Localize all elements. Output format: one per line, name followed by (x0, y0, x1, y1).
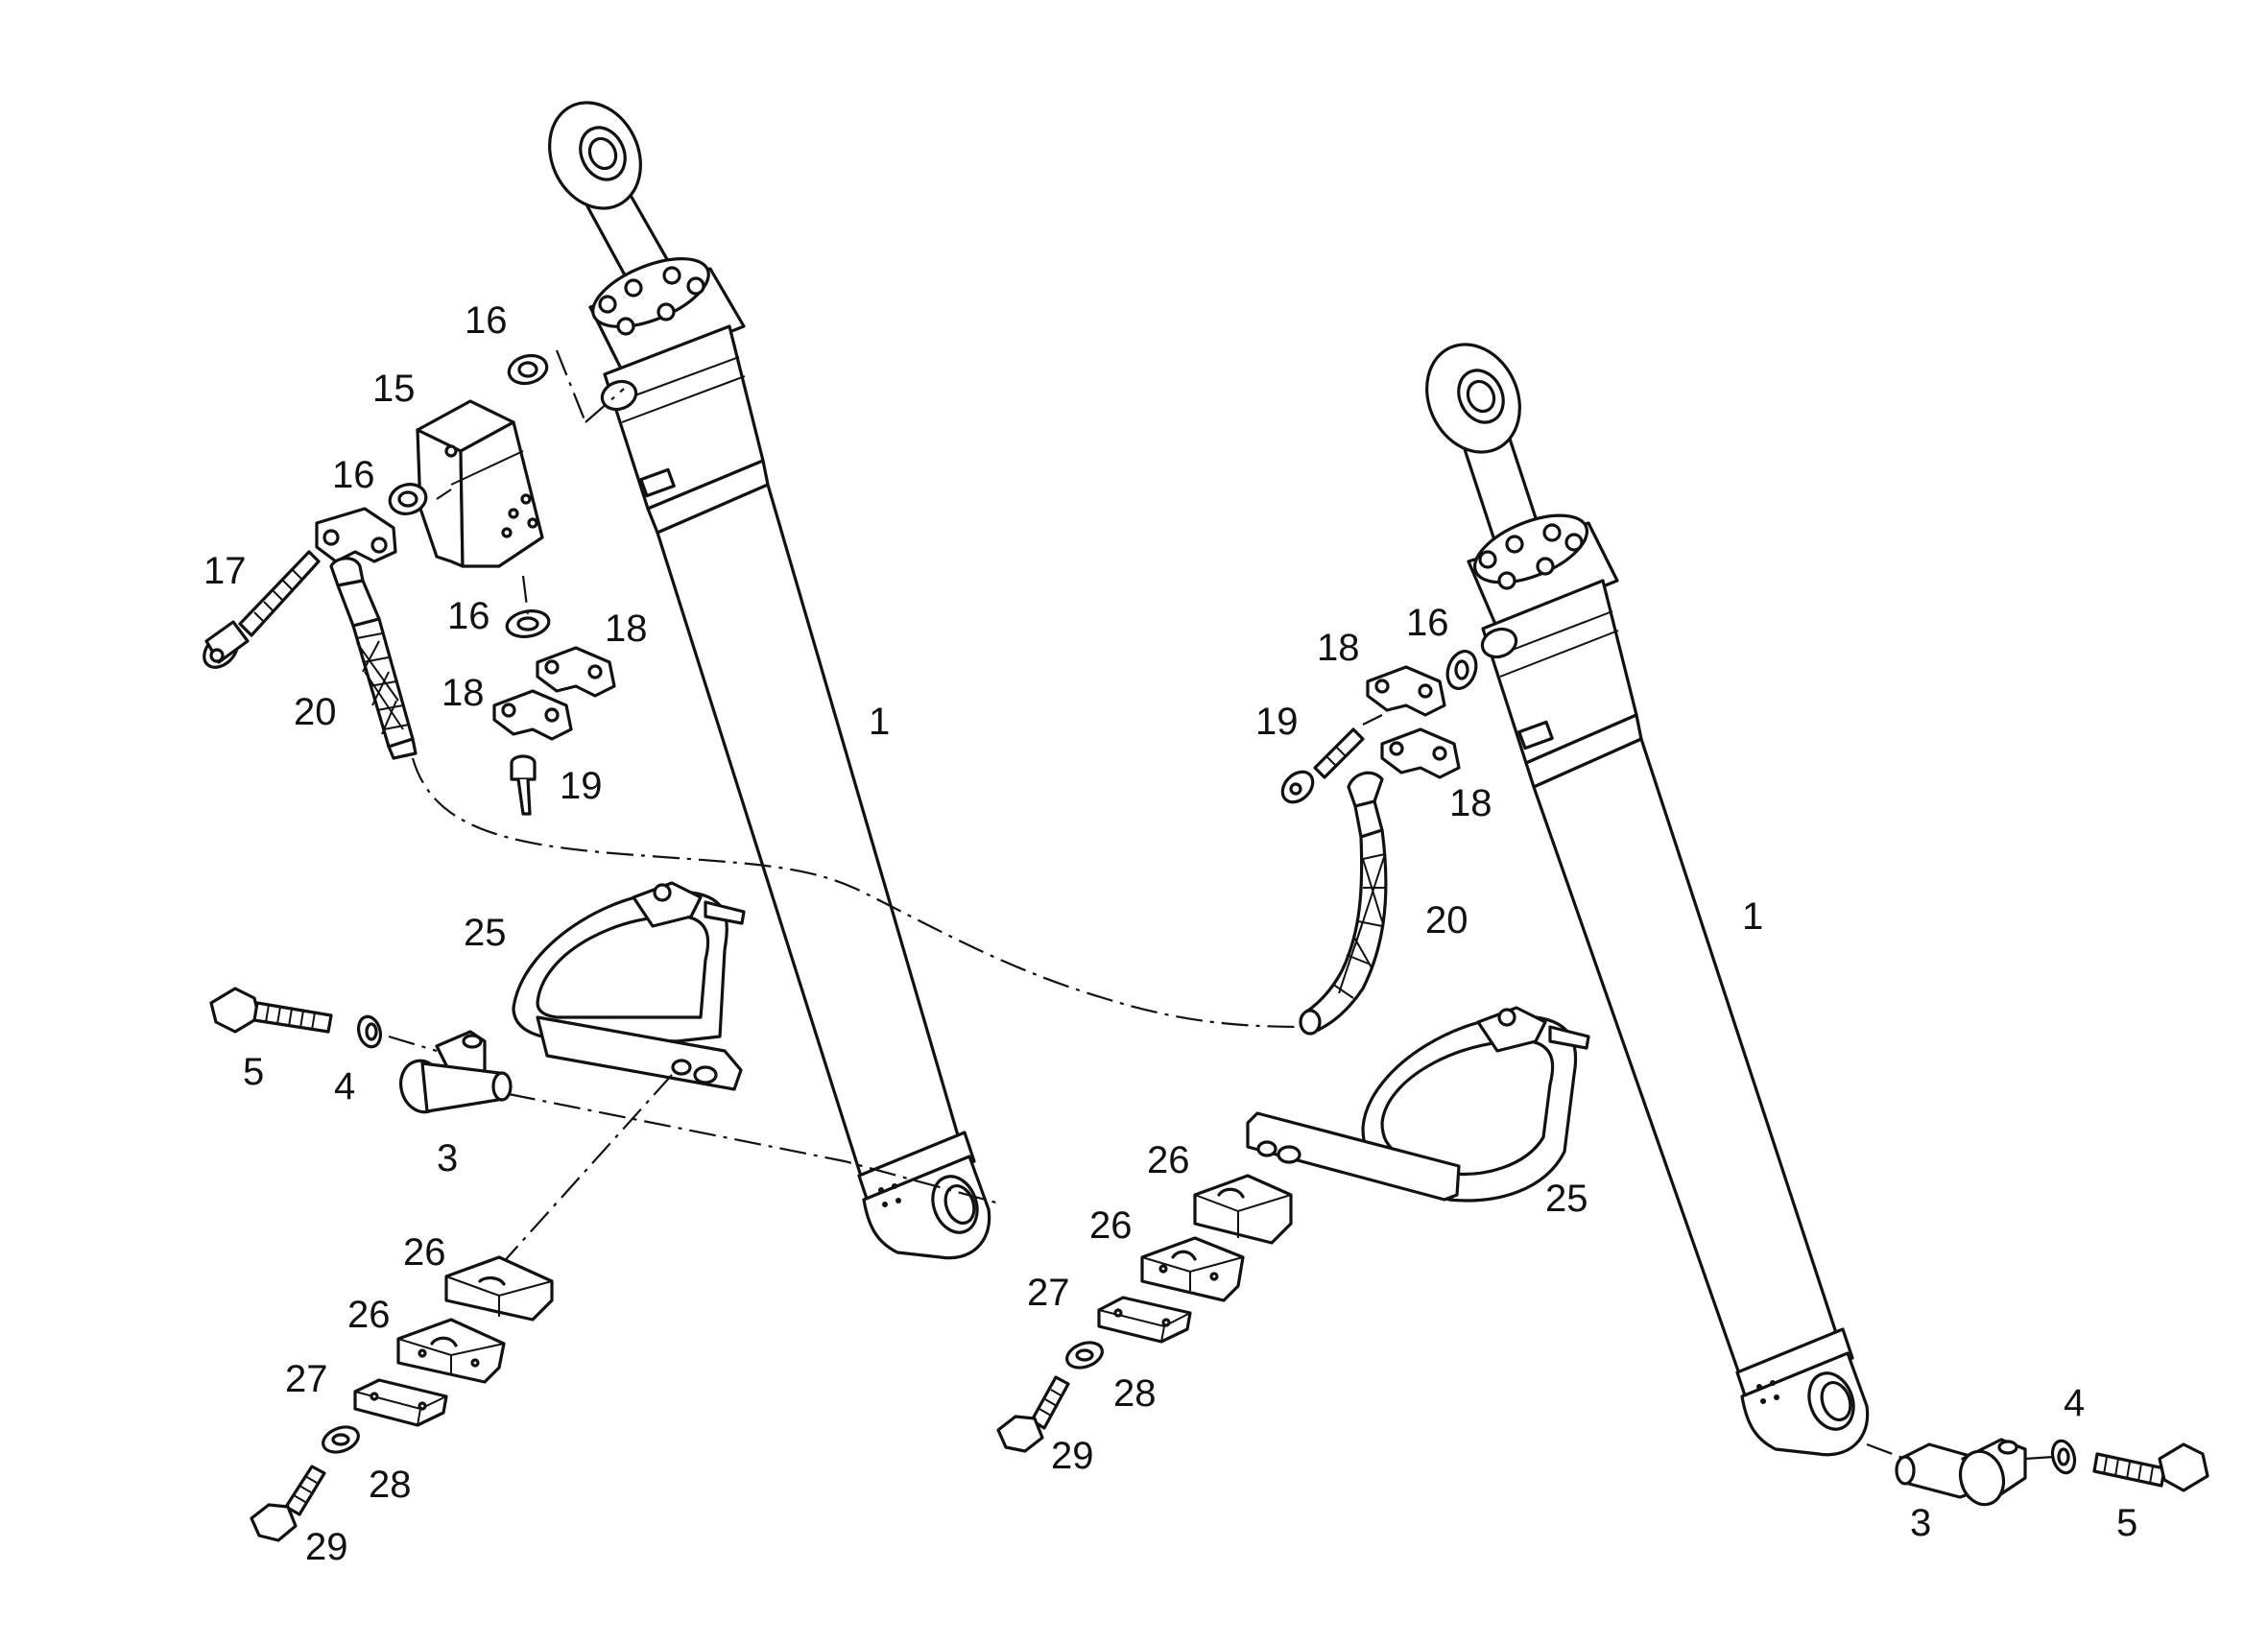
right-pipe-clamp-25 (1246, 1006, 1590, 1203)
callout-left-16-bottom: 16 (447, 595, 490, 637)
callout-right-16: 16 (1406, 602, 1449, 644)
callout-left-5: 5 (243, 1051, 264, 1093)
callout-right-28: 28 (1113, 1372, 1157, 1415)
callout-left-4: 4 (334, 1065, 355, 1108)
callout-left-3: 3 (437, 1137, 458, 1179)
right-flange-halves-18 (1366, 665, 1461, 779)
callout-right-19: 19 (1255, 701, 1299, 743)
right-bolt-19 (1280, 727, 1365, 804)
right-washer-28 (1065, 1341, 1104, 1370)
callout-right-5: 5 (2116, 1502, 2137, 1544)
left-hose-20 (315, 507, 418, 760)
right-washer-4 (2050, 1439, 2077, 1475)
right-clamp-half-26-lower (1140, 1236, 1245, 1302)
callout-right-3: 3 (1910, 1502, 1931, 1544)
callout-left-1: 1 (869, 701, 890, 743)
callout-left-26-lower: 26 (347, 1294, 391, 1336)
leader-left-pin-axis (508, 1092, 1004, 1206)
callout-left-16-top: 16 (465, 299, 508, 342)
callout-left-27: 27 (285, 1358, 328, 1400)
hose-routing-line (411, 757, 1306, 1029)
left-bolt-5 (209, 987, 333, 1034)
right-seal-ring-16 (1445, 650, 1478, 690)
callout-left-29: 29 (305, 1526, 348, 1568)
left-pipe-clamp-25 (512, 881, 746, 1091)
callout-left-15: 15 (372, 368, 416, 410)
left-washer-28 (322, 1425, 360, 1454)
callout-right-27: 27 (1027, 1272, 1070, 1314)
right-bolt-29 (996, 1375, 1070, 1453)
leader-left-clamp-26 (498, 1074, 673, 1268)
callout-left-19: 19 (560, 765, 603, 807)
callout-right-1: 1 (1742, 895, 1763, 938)
right-pin-3 (1895, 1438, 2027, 1507)
leader-left-16-top (555, 349, 625, 423)
left-hydraulic-cylinder (548, 101, 991, 1260)
callout-right-20: 20 (1425, 899, 1468, 941)
left-pin-3 (399, 1030, 513, 1114)
left-bolt-29 (250, 1465, 326, 1542)
callout-left-20: 20 (294, 691, 337, 733)
left-bolt-19 (510, 754, 537, 816)
callout-right-26-lower: 26 (1089, 1204, 1133, 1247)
callout-left-25: 25 (464, 912, 507, 954)
left-plate-27 (353, 1378, 448, 1427)
left-valve-block (416, 399, 544, 568)
callout-left-28: 28 (369, 1464, 412, 1506)
left-seal-rings-16 (388, 353, 551, 638)
left-bolt-17 (203, 550, 321, 669)
left-clamp-half-26-lower (396, 1318, 506, 1384)
callout-left-18-lower: 18 (442, 672, 485, 714)
right-hose-20 (1299, 771, 1388, 1036)
callout-right-18-upper: 18 (1317, 627, 1360, 669)
callout-right-18-lower: 18 (1449, 782, 1492, 824)
right-hydraulic-cylinder (1425, 343, 1870, 1457)
leader-left-4-3 (388, 1035, 438, 1053)
callout-right-26-upper: 26 (1147, 1139, 1190, 1181)
leader-right-pin-axis (1866, 1442, 1906, 1461)
callout-labels: 1 15 16 16 16 17 18 18 19 20 25 5 4 3 26… (203, 299, 2137, 1568)
left-clamp-half-26-upper (444, 1255, 554, 1322)
right-bolt-5 (2092, 1442, 2209, 1492)
callout-right-29: 29 (1051, 1435, 1094, 1477)
leader-right-19 (1362, 714, 1383, 726)
callout-left-18-upper: 18 (605, 608, 648, 650)
right-plate-27 (1097, 1296, 1192, 1344)
left-flange-halves-18 (492, 646, 616, 741)
leader-left-16-bottom (521, 575, 530, 615)
callout-right-25: 25 (1545, 1178, 1588, 1220)
callout-left-17: 17 (203, 550, 247, 592)
leader-right-washer (2024, 1455, 2055, 1461)
left-washer-4 (356, 1014, 383, 1049)
callout-left-26-upper: 26 (403, 1231, 446, 1274)
callout-left-16-mid: 16 (332, 454, 375, 496)
callout-right-4: 4 (2064, 1382, 2085, 1424)
right-clamp-half-26-upper (1193, 1174, 1293, 1245)
